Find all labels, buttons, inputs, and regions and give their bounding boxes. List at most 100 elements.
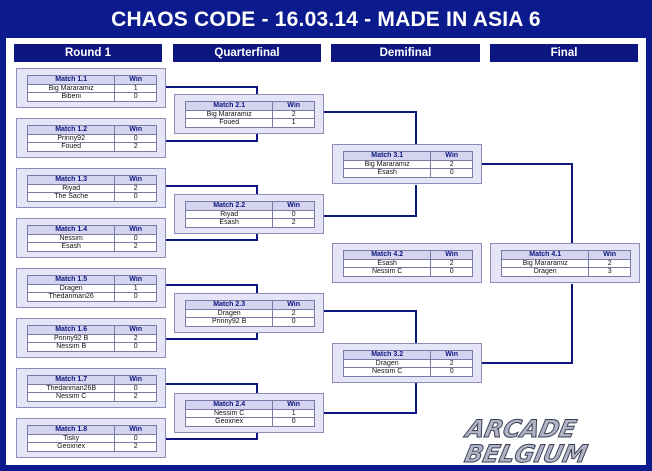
player-name: Thedanman26B xyxy=(26,383,116,393)
player-score: 0 xyxy=(430,367,473,377)
arcade-belgium-logo: ARCADE BELGIUM xyxy=(461,414,591,468)
logo-line2: BELGIUM xyxy=(462,439,590,468)
win-header: Win xyxy=(114,125,157,135)
player-name: Dragen xyxy=(184,308,274,318)
player-name: Thedanman26 xyxy=(26,292,116,302)
player-name: Nessim C xyxy=(342,367,432,377)
player-name: Geoxnex xyxy=(184,417,274,427)
player-name: The Sache xyxy=(26,192,116,202)
player-name: Prinny92 B xyxy=(26,333,116,343)
player-score: 1 xyxy=(272,118,315,128)
win-header: Win xyxy=(272,201,315,211)
player-name: Dragen xyxy=(342,358,432,368)
player-score: 2 xyxy=(114,242,157,252)
player-score: 2 xyxy=(430,358,473,368)
player-name: Esash xyxy=(184,218,274,228)
player-score: 2 xyxy=(430,159,473,169)
player-name: Nessim xyxy=(26,233,116,243)
header-quarterfinal: Quarterfinal xyxy=(173,44,321,62)
player-score: 2 xyxy=(588,258,631,268)
player-score: 2 xyxy=(114,142,157,152)
player-name: Big Mararamiz xyxy=(342,159,432,169)
player-score: 0 xyxy=(114,383,157,393)
match-name: Match 1.8 xyxy=(26,425,116,435)
player-score: 1 xyxy=(114,283,157,293)
page-title: CHAOS CODE - 16.03.14 - MADE IN ASIA 6 xyxy=(111,8,541,31)
match-name: Match 2.3 xyxy=(184,300,274,310)
header-round1: Round 1 xyxy=(14,44,162,62)
win-header: Win xyxy=(272,101,315,111)
match-name: Match 1.6 xyxy=(26,325,116,335)
win-header: Win xyxy=(114,325,157,335)
logo-line1: ARCADE xyxy=(461,414,579,443)
player-name: Nessim C xyxy=(26,392,116,402)
match-name: Match 1.4 xyxy=(26,225,116,235)
player-score: 3 xyxy=(588,267,631,277)
player-score: 2 xyxy=(272,308,315,318)
player-score: 0 xyxy=(272,209,315,219)
player-score: 0 xyxy=(114,233,157,243)
player-name: Prinny92 xyxy=(26,133,116,143)
player-name: Geoxnex xyxy=(26,442,116,452)
match-name: Match 1.3 xyxy=(26,175,116,185)
win-header: Win xyxy=(114,75,157,85)
match-name: Match 1.2 xyxy=(26,125,116,135)
player-score: 0 xyxy=(430,267,473,277)
match-name: Match 3.1 xyxy=(342,151,432,161)
player-name: Big Mararamiz xyxy=(26,83,116,93)
match-name: Match 2.4 xyxy=(184,400,274,410)
player-name: Foued xyxy=(26,142,116,152)
player-name: Nessim C xyxy=(342,267,432,277)
match-name: Match 1.1 xyxy=(26,75,116,85)
win-header: Win xyxy=(588,250,631,260)
win-header: Win xyxy=(430,151,473,161)
player-score: 0 xyxy=(272,417,315,427)
player-score: 2 xyxy=(272,218,315,228)
player-score: 2 xyxy=(430,258,473,268)
win-header: Win xyxy=(430,250,473,260)
header-final: Final xyxy=(490,44,638,62)
